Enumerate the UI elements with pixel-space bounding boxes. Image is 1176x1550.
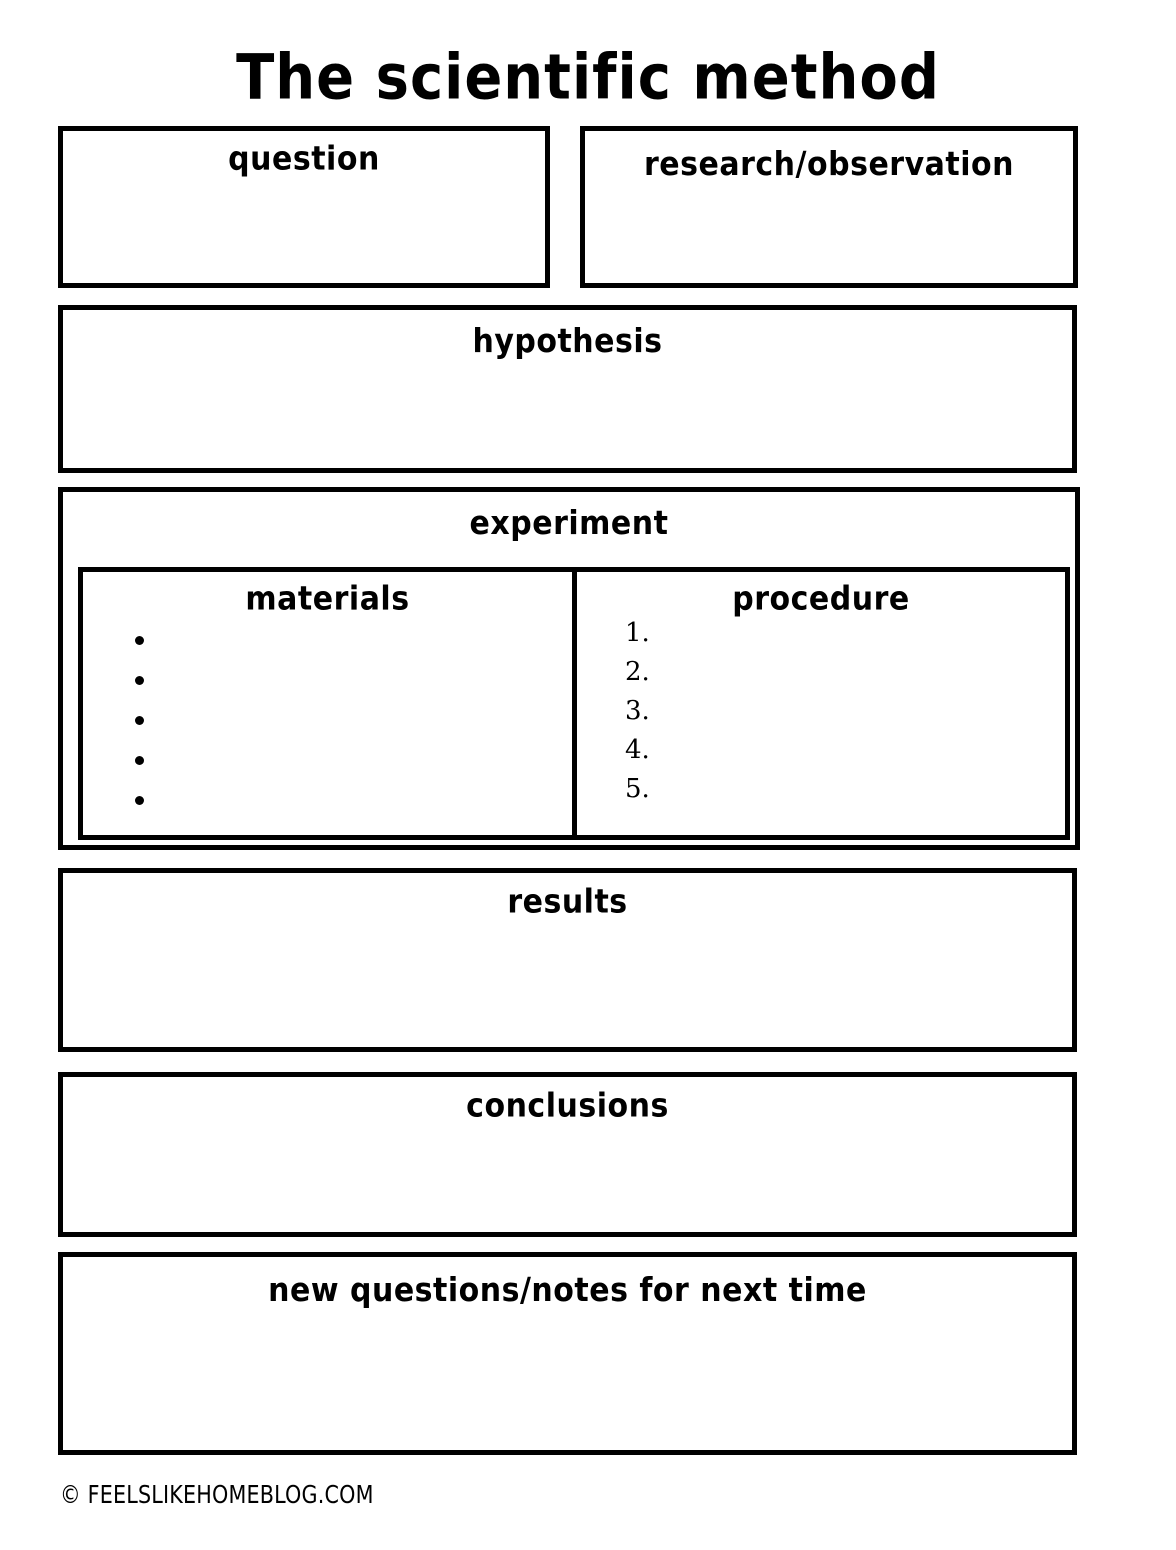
results-box[interactable]: results	[58, 868, 1077, 1052]
list-item[interactable]: 3.	[625, 696, 650, 726]
research-observation-label: research/observation	[644, 145, 1014, 184]
experiment-box[interactable]: experiment materials procedure 1. 2. 3. …	[58, 487, 1080, 850]
footer-credit: © FEELSLIKEHOMEBLOG.COM	[60, 1480, 374, 1509]
question-box[interactable]: question	[58, 126, 550, 288]
list-item[interactable]: 2.	[625, 657, 650, 687]
conclusions-box[interactable]: conclusions	[58, 1072, 1077, 1237]
hypothesis-box[interactable]: hypothesis	[58, 305, 1077, 473]
new-questions-label: new questions/notes for next time	[268, 1271, 867, 1310]
experiment-inner-box: materials procedure 1. 2. 3. 4. 5.	[78, 567, 1070, 840]
procedure-column[interactable]: procedure 1. 2. 3. 4. 5.	[577, 572, 1065, 835]
list-item[interactable]: 1.	[625, 618, 650, 648]
materials-label: materials	[245, 579, 410, 619]
list-item[interactable]: 5.	[625, 774, 650, 804]
hypothesis-label: hypothesis	[472, 322, 663, 361]
research-observation-box[interactable]: research/observation	[580, 126, 1078, 288]
experiment-label: experiment	[469, 504, 669, 543]
question-label: question	[228, 139, 380, 179]
procedure-number-list: 1. 2. 3. 4. 5.	[625, 614, 650, 809]
list-item[interactable]: 4.	[625, 735, 650, 765]
procedure-label: procedure	[732, 579, 910, 619]
materials-column[interactable]: materials	[83, 572, 577, 835]
results-label: results	[507, 882, 628, 922]
page-title: The scientific method	[236, 41, 940, 115]
conclusions-label: conclusions	[466, 1086, 669, 1126]
new-questions-box[interactable]: new questions/notes for next time	[58, 1252, 1077, 1455]
